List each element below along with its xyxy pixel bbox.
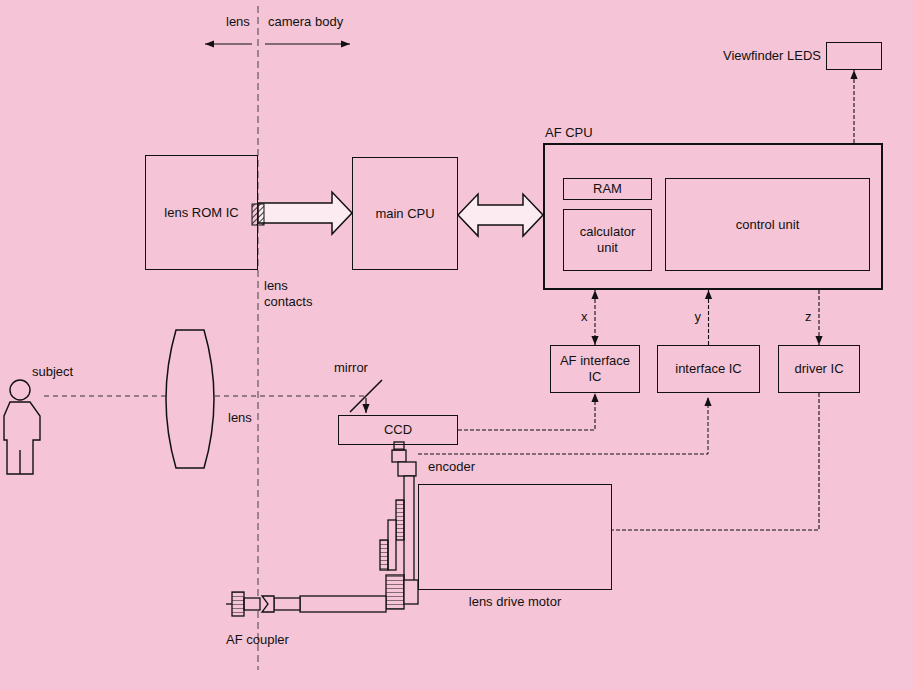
box-heading: Viewfinder LEDS [723,48,821,64]
subject-figure [4,380,40,474]
mirror-symbol [350,380,382,412]
box-label: driver IC [794,361,843,377]
unit-box: control unit [665,178,870,271]
box-label: main CPU [375,206,434,222]
light-path-arrow [365,398,366,413]
lens-contacts [252,204,264,225]
part-label: subject [32,364,73,380]
block-box: lens ROM IC [145,155,258,270]
bus-arrow [258,192,352,234]
unit-box: RAM [563,178,652,200]
box-label: calculator unit [570,224,645,255]
part-label: encoder [428,459,475,475]
direction-arrow [205,43,252,44]
part-label: lens contacts [264,278,326,309]
mount-divider [258,6,259,670]
box-label: CCD [384,422,412,438]
block-box: CCD [338,415,458,445]
signal-label: y [693,310,704,324]
signal-line [458,393,595,430]
gear-train [380,476,418,609]
encoder-symbol [392,442,416,476]
unit-box: calculator unit [563,209,652,271]
box-label: interface IC [675,361,741,377]
bus-arrow [458,194,543,236]
signal-line [708,290,709,345]
signal-line [818,290,819,345]
signal-line [853,70,854,143]
direction-arrow [265,43,350,44]
block-box: AF interface IC [550,345,640,393]
part-label: camera body [268,14,343,30]
block-box: Viewfinder LEDS [826,42,882,70]
part-label: lens [226,14,250,30]
block-box: lens drive motor [418,484,612,590]
box-heading: lens drive motor [469,594,561,610]
lens-element [166,330,214,468]
box-heading: AF CPU [545,125,593,141]
part-label: lens [228,410,252,426]
signal-line [594,290,595,345]
part-label: mirror [334,360,368,376]
box-label: RAM [593,181,622,197]
block-box: main CPU [352,157,458,270]
signal-label: z [803,310,814,324]
signal-line [612,393,819,530]
box-label: AF interface IC [557,353,633,384]
encoder-wire [418,397,708,454]
box-label: control unit [736,217,800,233]
block-box: driver IC [778,345,860,393]
part-label: AF coupler [226,632,289,648]
af-coupler [226,592,386,616]
block-box: AF CPURAMcalculator unitcontrol unit [543,143,883,290]
signal-label: x [579,310,590,324]
box-label: lens ROM IC [164,205,238,221]
block-box: interface IC [657,345,760,393]
